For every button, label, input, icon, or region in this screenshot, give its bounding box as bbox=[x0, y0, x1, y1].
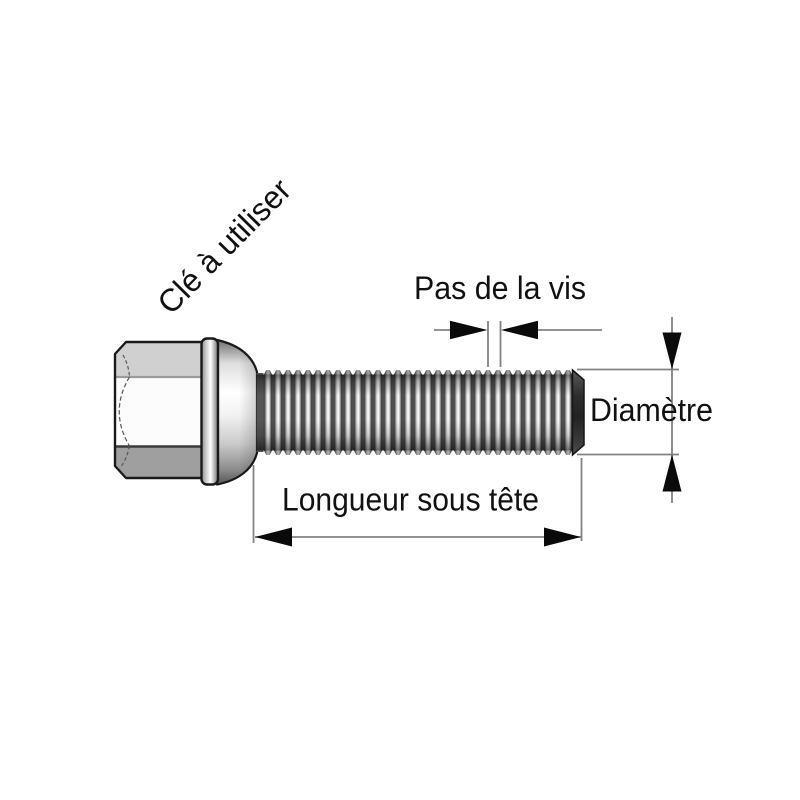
collar-ring bbox=[200, 337, 220, 486]
diameter-label: Diamètre bbox=[590, 392, 713, 428]
pitch-arrow-right-icon bbox=[501, 320, 538, 340]
dimension-arrowheads bbox=[255, 320, 682, 547]
length-label: Longueur sous tête bbox=[282, 482, 539, 518]
hex-head bbox=[113, 340, 205, 480]
thread-end-chamfer bbox=[571, 368, 585, 457]
pitch-label: Pas de la vis bbox=[414, 270, 586, 306]
wrench-label: Clé à utiliser bbox=[150, 171, 298, 321]
length-arrow-left-icon bbox=[255, 527, 292, 547]
hex-front-facet bbox=[115, 377, 203, 447]
hex-corner-edge-upper bbox=[122, 354, 131, 378]
bolt-illustration bbox=[113, 337, 585, 486]
cone-seat-shading bbox=[217, 340, 257, 485]
threaded-shaft bbox=[256, 368, 585, 457]
length-dimension bbox=[252, 458, 583, 543]
hex-corner-edge-lower bbox=[119, 445, 131, 469]
hex-bottom-facet bbox=[115, 446, 203, 478]
diameter-arrow-bottom-icon bbox=[662, 454, 682, 492]
diameter-arrow-top-icon bbox=[662, 332, 682, 370]
pitch-arrow-left-icon bbox=[450, 320, 488, 340]
hex-top-facet bbox=[115, 342, 203, 377]
hex-corner-arc bbox=[118, 376, 131, 447]
length-arrow-right-icon bbox=[544, 527, 581, 547]
shaft-cylinder-shading bbox=[256, 374, 574, 451]
pitch-dimension bbox=[434, 321, 602, 367]
